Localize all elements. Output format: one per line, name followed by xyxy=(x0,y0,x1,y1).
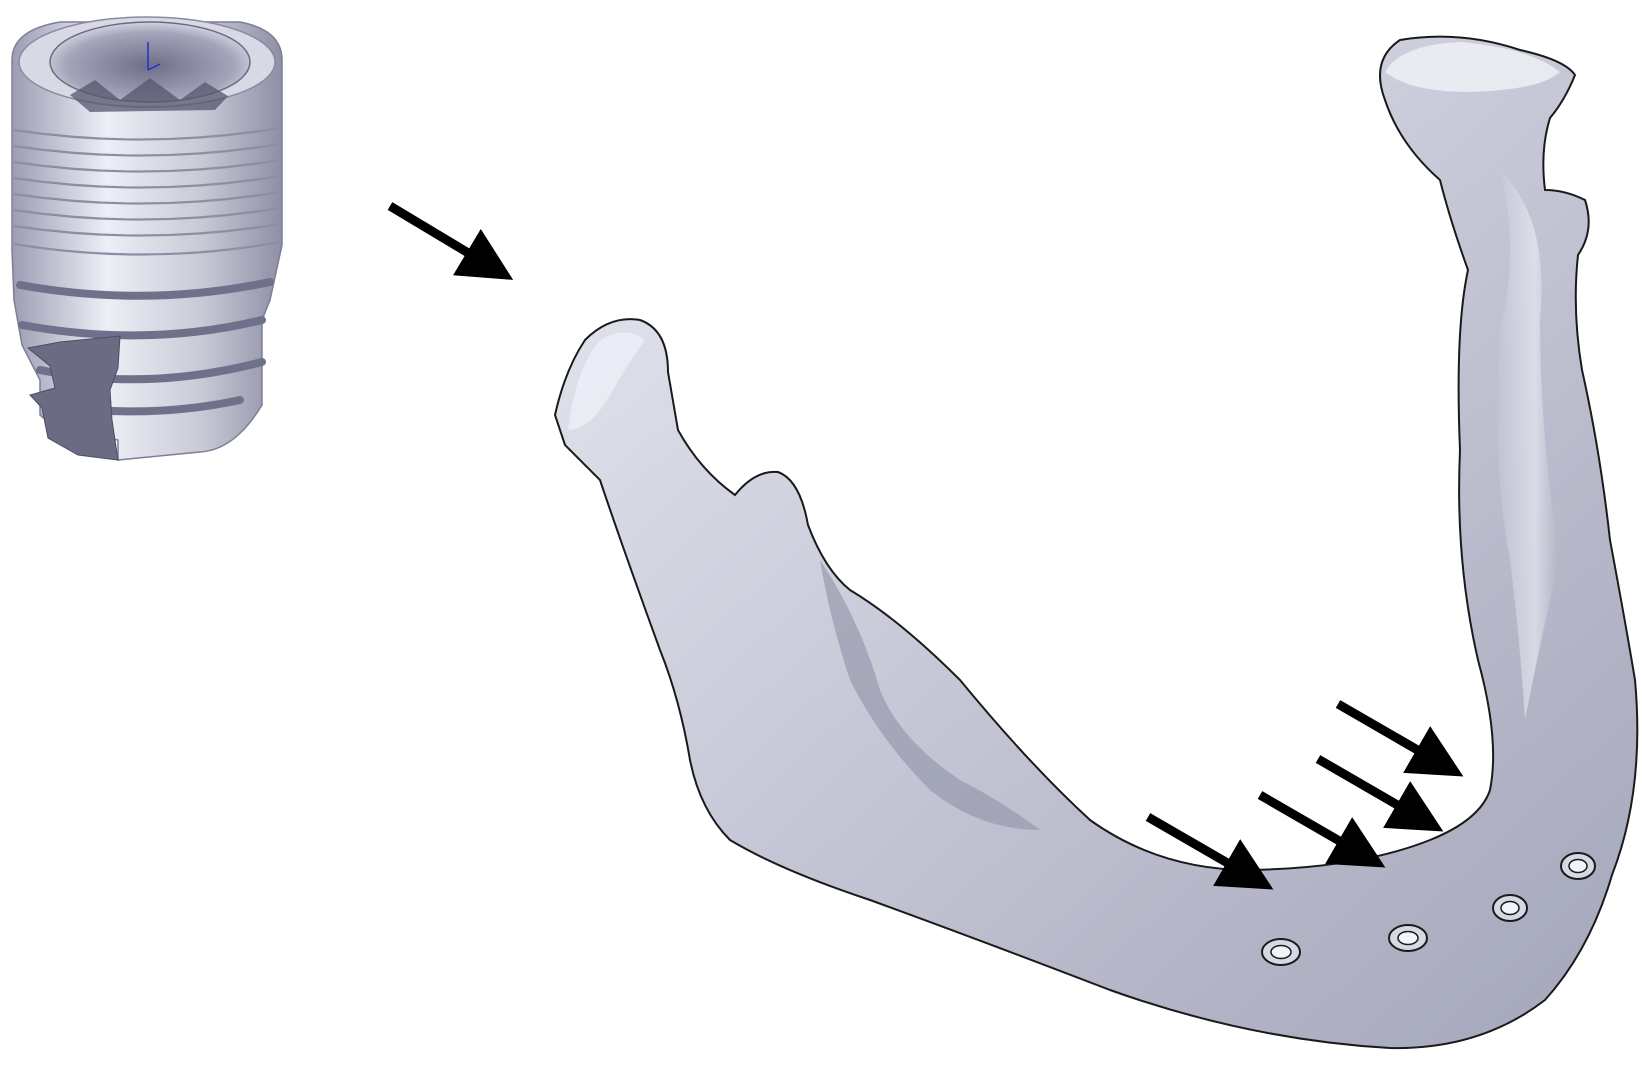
implant-site xyxy=(1493,895,1527,921)
arrow-site-3 xyxy=(1318,759,1420,818)
implant-site xyxy=(1262,939,1300,965)
implant-hex-socket xyxy=(70,78,228,112)
arrow-site-4 xyxy=(1338,704,1440,763)
implant-site xyxy=(1389,925,1427,951)
mandible-body xyxy=(555,37,1637,1048)
arrow-site-2 xyxy=(1260,795,1362,854)
mandible xyxy=(555,37,1637,1048)
dental-implant xyxy=(12,17,282,460)
implant-site xyxy=(1561,853,1595,879)
implant-cutting-flute xyxy=(28,336,120,460)
arrow-implant-direction xyxy=(390,206,490,266)
